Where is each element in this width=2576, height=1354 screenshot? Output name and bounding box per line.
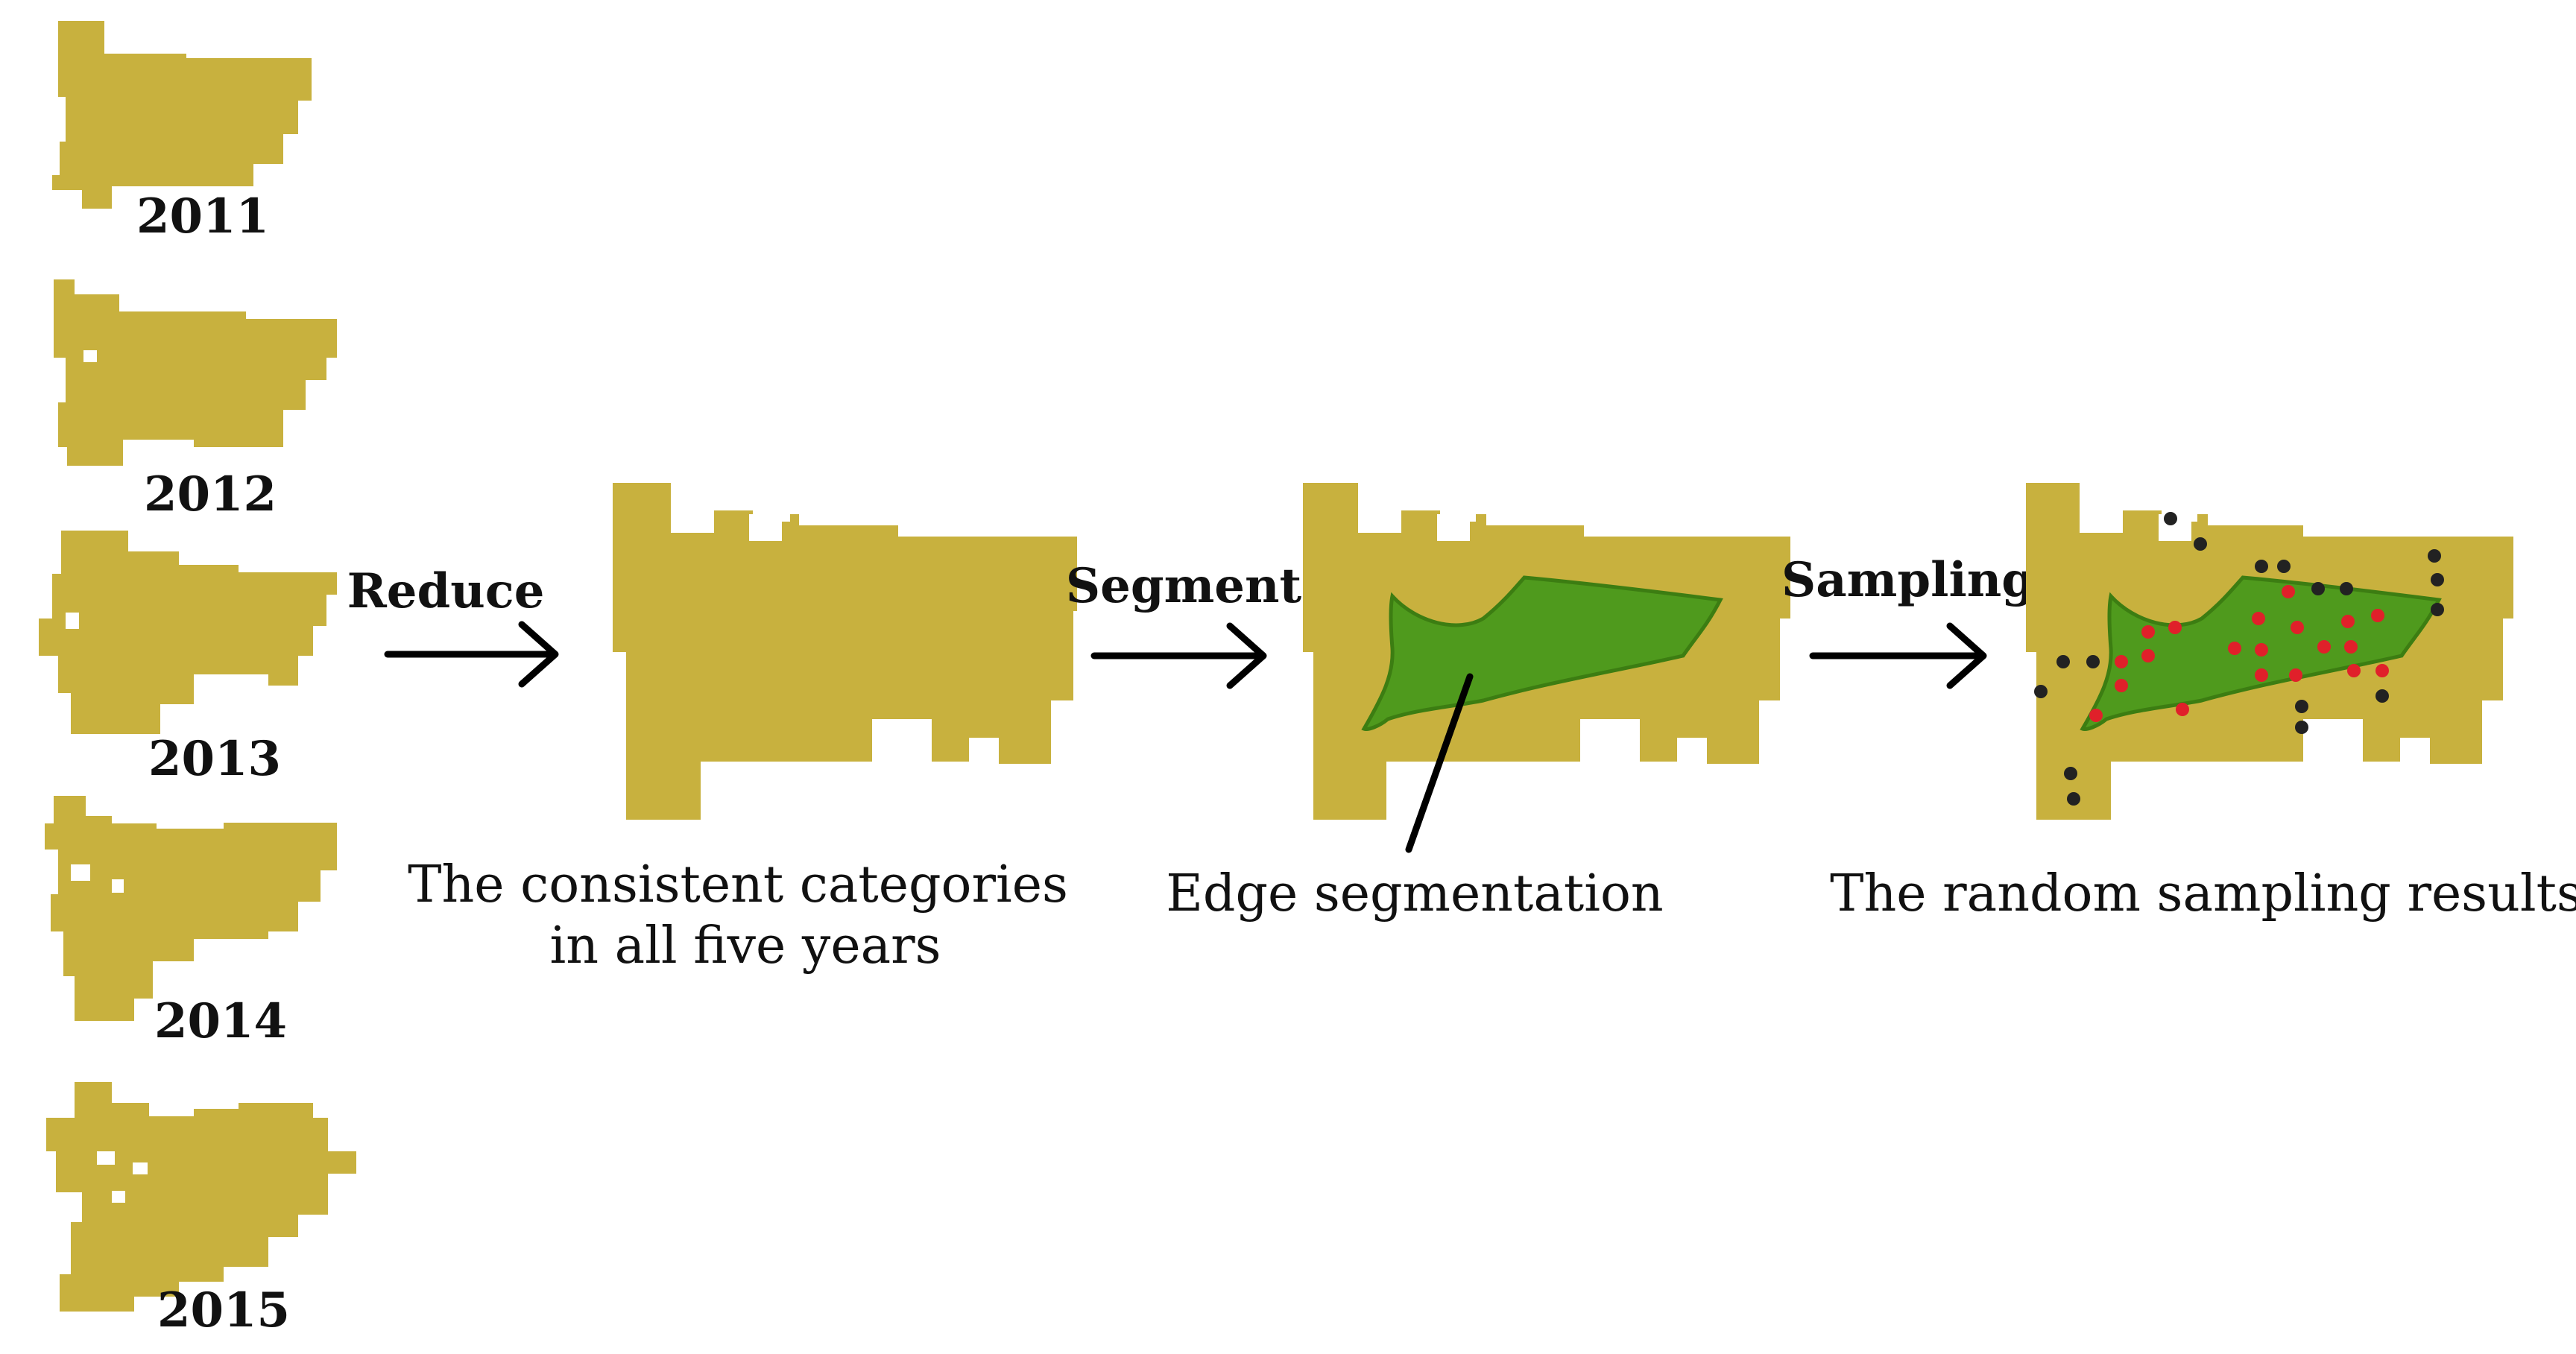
consistent-notch (749, 514, 782, 541)
caption-consistent-line2: in all five years (549, 917, 941, 975)
sample-point-outside (2277, 560, 2291, 573)
patch-2014-gap-2 (112, 879, 124, 893)
reduce-arrowhead (518, 621, 559, 688)
sample-point-inside (2289, 668, 2302, 682)
patch-2015-gap-1 (97, 1151, 115, 1165)
step-label-reduce: Reduce (347, 563, 545, 619)
reduce-arrow-group: Reduce (347, 563, 559, 688)
consistent-patch-group: The consistent categories in all five ye… (408, 483, 1077, 975)
sample-point-outside (2194, 537, 2207, 551)
year-2011-group: 2011 (52, 21, 312, 244)
sampling-patch-group: The random sampling results (1830, 483, 2576, 923)
year-label-2011: 2011 (136, 189, 269, 244)
sample-point-inside (2252, 612, 2265, 625)
sample-point-outside (2311, 582, 2325, 595)
step-label-sampling: Sampling (1781, 552, 2035, 608)
year-label-2015: 2015 (157, 1282, 290, 1338)
patch-2015-gap-2 (133, 1162, 148, 1174)
sample-point-inside (2317, 640, 2331, 654)
sample-point-inside (2089, 709, 2103, 722)
sample-point-inside (2347, 664, 2361, 677)
sample-point-outside (2295, 721, 2308, 734)
sample-point-outside (2431, 573, 2444, 586)
sample-point-outside (2164, 512, 2177, 525)
consistent-patch (613, 483, 1077, 820)
sample-point-inside (2228, 642, 2241, 655)
sample-point-inside (2291, 621, 2304, 634)
patch-2014 (45, 796, 337, 1021)
sample-point-outside (2064, 767, 2077, 780)
sample-point-outside (2340, 582, 2353, 595)
sampling-arrow-group: Sampling (1781, 552, 2035, 689)
sample-point-outside (2067, 792, 2080, 806)
segmentation-patch-group: Edge segmentation (1166, 483, 1790, 923)
sample-point-outside (2034, 685, 2048, 698)
patch-2012 (54, 279, 337, 466)
sample-point-outside (2375, 689, 2389, 703)
year-label-2014: 2014 (154, 993, 287, 1049)
sample-point-outside (2428, 549, 2441, 563)
sample-point-inside (2344, 640, 2358, 654)
step-label-segment: Segment (1066, 558, 1302, 614)
sample-point-outside (2295, 700, 2308, 713)
sample-point-inside (2141, 625, 2155, 639)
sample-point-inside (2141, 649, 2155, 662)
caption-consistent-line1: The consistent categories (408, 855, 1068, 914)
sampling-arrowhead (1946, 622, 1987, 689)
caption-edge-segmentation: Edge segmentation (1166, 864, 1663, 923)
patch-2013-gap (66, 613, 79, 629)
sample-point-outside (2056, 655, 2070, 668)
sample-point-inside (2255, 643, 2268, 657)
sample-points-inside (2089, 585, 2389, 722)
sample-point-inside (2255, 668, 2268, 682)
patch-2011 (52, 21, 312, 209)
sample-point-inside (2341, 615, 2355, 628)
year-2014-group: 2014 (45, 796, 337, 1049)
edge-segment-region (1361, 575, 1723, 731)
sample-point-inside (2176, 703, 2189, 716)
sample-point-inside (2115, 679, 2128, 692)
segment-arrowhead (1226, 622, 1267, 689)
year-2013-group: 2013 (39, 531, 337, 787)
year-2015-group: 2015 (46, 1082, 356, 1338)
sample-points-outside (2034, 512, 2444, 806)
sample-point-inside (2371, 609, 2384, 622)
sample-point-outside (2255, 560, 2268, 573)
sample-point-inside (2115, 655, 2128, 668)
patch-2013 (39, 531, 337, 734)
year-label-2012: 2012 (144, 466, 277, 522)
patch-2015-gap-3 (112, 1191, 125, 1203)
caption-sampling-results: The random sampling results (1830, 864, 2576, 923)
year-label-2013: 2013 (148, 731, 281, 787)
segmentation-pointer-line (1405, 673, 1474, 853)
sample-point-inside (2168, 621, 2182, 634)
patch-2014-gap-1 (71, 864, 90, 881)
year-2012-group: 2012 (54, 279, 337, 522)
patch-2012-gap (83, 350, 97, 362)
patch-2015 (46, 1082, 356, 1312)
segment-arrow-group: Segment (1066, 558, 1302, 689)
sample-point-outside (2086, 655, 2100, 668)
sample-point-outside (2431, 603, 2444, 616)
sample-point-inside (2282, 585, 2295, 598)
segmentation-notch (1437, 514, 1470, 541)
sample-point-inside (2375, 664, 2389, 677)
